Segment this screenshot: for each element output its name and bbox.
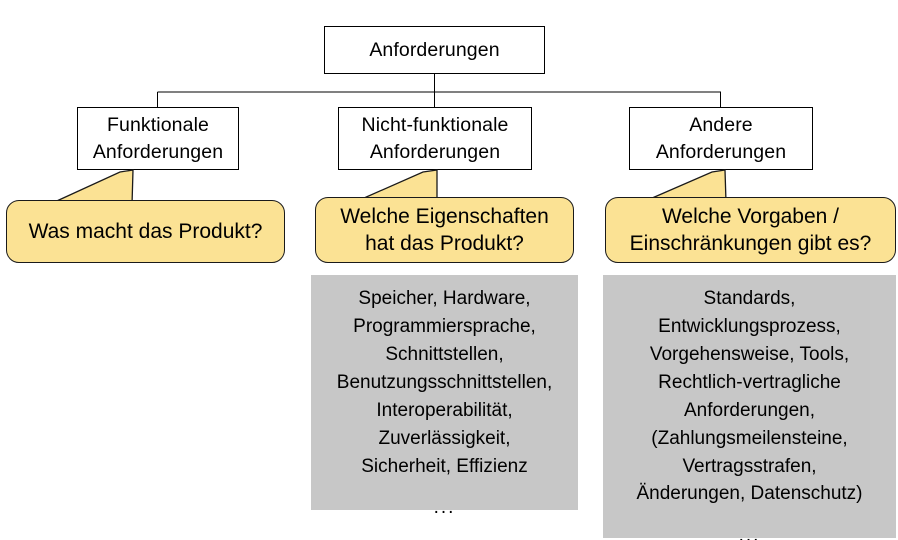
detail-panel-andere: Standards, Entwicklungsprozess, Vorgehen… bbox=[603, 275, 896, 540]
detail-panel-nicht-funktionale: Speicher, Hardware, Programmiersprache, … bbox=[311, 275, 578, 518]
node-andere-anforderungen-label: Andere Anforderungen bbox=[655, 113, 787, 163]
node-nicht-funktionale-anforderungen-label: Nicht-funktionale Anforderungen bbox=[361, 113, 509, 163]
detail-panel-andere-ellipsis: ... bbox=[738, 525, 761, 540]
node-anforderungen: Anforderungen bbox=[324, 26, 545, 74]
node-andere-anforderungen: Andere Anforderungen bbox=[629, 107, 813, 170]
node-anforderungen-label: Anforderungen bbox=[369, 38, 500, 61]
detail-panel-nicht-funktionale-text: Speicher, Hardware, Programmiersprache, … bbox=[336, 288, 553, 477]
node-nicht-funktionale-anforderungen: Nicht-funktionale Anforderungen bbox=[338, 107, 532, 170]
detail-panel-andere-text: Standards, Entwicklungsprozess, Vorgehen… bbox=[636, 288, 863, 505]
node-funktionale-anforderungen-label: Funktionale Anforderungen bbox=[92, 113, 224, 163]
callout-funktionale-text: Was macht das Produkt? bbox=[28, 219, 263, 243]
node-funktionale-anforderungen: Funktionale Anforderungen bbox=[77, 107, 239, 170]
callout-funktionale-anforderungen: Was macht das Produkt? bbox=[6, 200, 285, 263]
detail-panel-nicht-funktionale-ellipsis: ... bbox=[433, 497, 456, 519]
callout-nicht-funktionale-anforderungen: Welche Eigenschaften hat das Produkt? bbox=[315, 197, 574, 263]
callout-andere-anforderungen: Welche Vorgaben / Einschränkungen gibt e… bbox=[605, 197, 896, 263]
callout-nicht-funktionale-text: Welche Eigenschaften hat das Produkt? bbox=[340, 204, 549, 255]
callout-andere-text: Welche Vorgaben / Einschränkungen gibt e… bbox=[629, 204, 872, 255]
